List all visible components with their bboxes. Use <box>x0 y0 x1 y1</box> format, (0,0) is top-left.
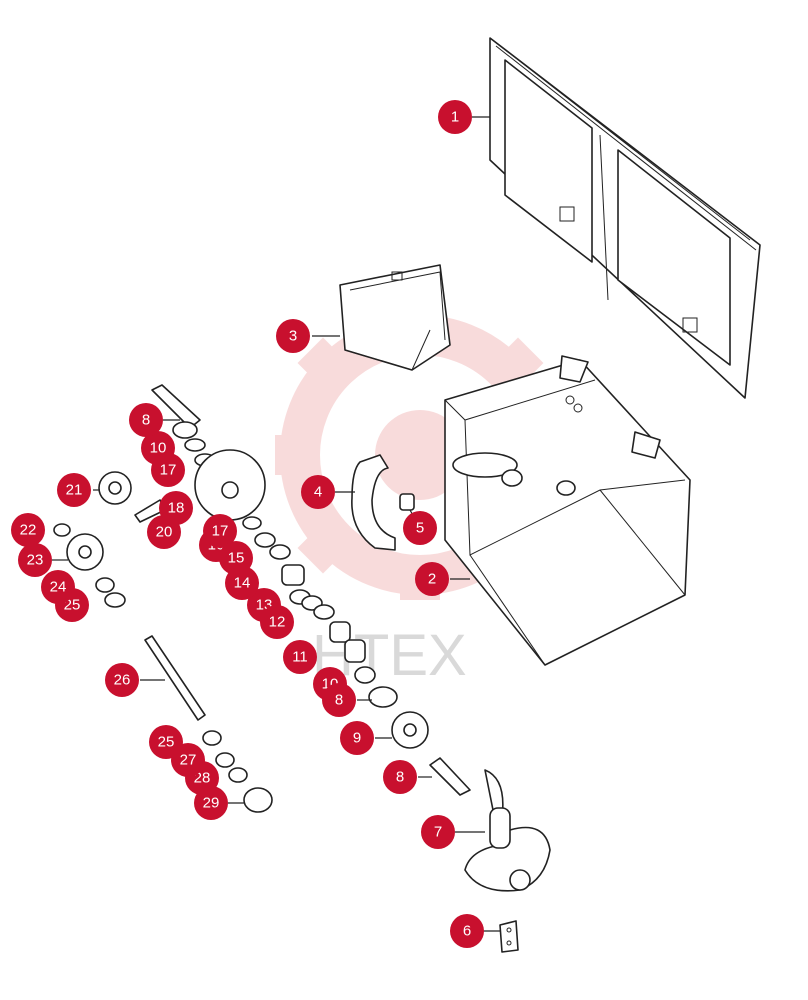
callout-label: 29 <box>203 795 220 812</box>
callout-circle <box>322 683 356 717</box>
callout-5: 5 <box>403 511 437 545</box>
callout-label: 14 <box>234 575 251 592</box>
callout-group: 1316101028252517171514121188897654321182… <box>11 100 484 948</box>
callout-4: 4 <box>301 475 335 509</box>
support-part-4 <box>351 454 396 551</box>
callout-label: 12 <box>269 614 286 631</box>
callout-22: 22 <box>11 513 45 547</box>
callout-7: 7 <box>421 815 455 849</box>
callout-17: 17 <box>151 453 185 487</box>
callout-1: 1 <box>438 100 472 134</box>
hopper-part-2 <box>444 355 691 666</box>
callout-label: 18 <box>168 500 185 517</box>
callout-label: 25 <box>158 734 175 751</box>
callout-circle <box>340 721 374 755</box>
callout-label: 6 <box>463 923 471 940</box>
auger-part-7 <box>464 769 551 892</box>
callout-label: 20 <box>156 524 173 541</box>
callout-label: 2 <box>428 571 436 588</box>
callout-27: 27 <box>171 743 205 777</box>
callout-label: 1 <box>451 109 459 126</box>
pin-part-8 <box>429 757 471 796</box>
callout-label: 23 <box>27 552 44 569</box>
callout-circle <box>171 743 205 777</box>
callout-label: 21 <box>66 482 83 499</box>
callout-circle <box>18 543 52 577</box>
callout-26: 26 <box>105 663 139 697</box>
callout-label: 4 <box>314 484 322 501</box>
callout-label: 3 <box>289 328 297 345</box>
callout-6: 6 <box>450 914 484 948</box>
callout-label: 22 <box>20 522 37 539</box>
callout-circle <box>129 403 163 437</box>
callout-circle <box>450 914 484 948</box>
callout-24: 24 <box>41 570 75 604</box>
callout-circle <box>283 640 317 674</box>
callout-8: 8 <box>322 683 356 717</box>
callout-label: 11 <box>292 649 308 666</box>
callout-circle <box>194 786 228 820</box>
callout-14: 14 <box>225 566 259 600</box>
callout-label: 8 <box>142 412 150 429</box>
callout-label: 26 <box>114 672 131 689</box>
callout-17: 17 <box>203 514 237 548</box>
callout-label: 8 <box>335 692 343 709</box>
callout-label: 9 <box>353 730 361 747</box>
callout-29: 29 <box>194 786 228 820</box>
callout-circle <box>276 319 310 353</box>
callout-circle <box>105 663 139 697</box>
callout-circle <box>301 475 335 509</box>
callout-label: 17 <box>212 523 229 540</box>
callout-circle <box>438 100 472 134</box>
callout-circle <box>11 513 45 547</box>
callout-2: 2 <box>415 562 449 596</box>
plate-part-6 <box>499 920 519 953</box>
callout-11: 11 <box>283 640 317 674</box>
callout-label: 7 <box>434 824 442 841</box>
callout-3: 3 <box>276 319 310 353</box>
callout-label: 5 <box>416 520 424 537</box>
callout-8: 8 <box>129 403 163 437</box>
bracket-part-3 <box>339 264 451 371</box>
callout-circle <box>403 511 437 545</box>
callout-circle <box>203 514 237 548</box>
callout-23: 23 <box>18 543 52 577</box>
callout-circle <box>151 453 185 487</box>
bolt-part-5 <box>399 493 415 511</box>
callout-circle <box>57 473 91 507</box>
callout-label: 24 <box>50 579 67 596</box>
callout-label: 15 <box>228 550 245 567</box>
bushing-stack <box>242 516 429 749</box>
callout-circle <box>225 566 259 600</box>
callout-label: 8 <box>396 769 404 786</box>
shaft-assembly-left <box>53 384 266 608</box>
callout-12: 12 <box>260 605 294 639</box>
callout-label: 17 <box>160 462 177 479</box>
callout-9: 9 <box>340 721 374 755</box>
callout-circle <box>41 570 75 604</box>
callout-label: 10 <box>150 440 167 457</box>
callout-8: 8 <box>383 760 417 794</box>
callout-circle <box>421 815 455 849</box>
frame-part-1 <box>489 37 761 399</box>
callout-circle <box>260 605 294 639</box>
callout-circle <box>147 515 181 549</box>
callout-21: 21 <box>57 473 91 507</box>
shaft-part-26 <box>144 635 273 813</box>
callout-20: 20 <box>147 515 181 549</box>
callout-label: 27 <box>180 752 197 769</box>
callout-circle <box>383 760 417 794</box>
callout-circle <box>415 562 449 596</box>
